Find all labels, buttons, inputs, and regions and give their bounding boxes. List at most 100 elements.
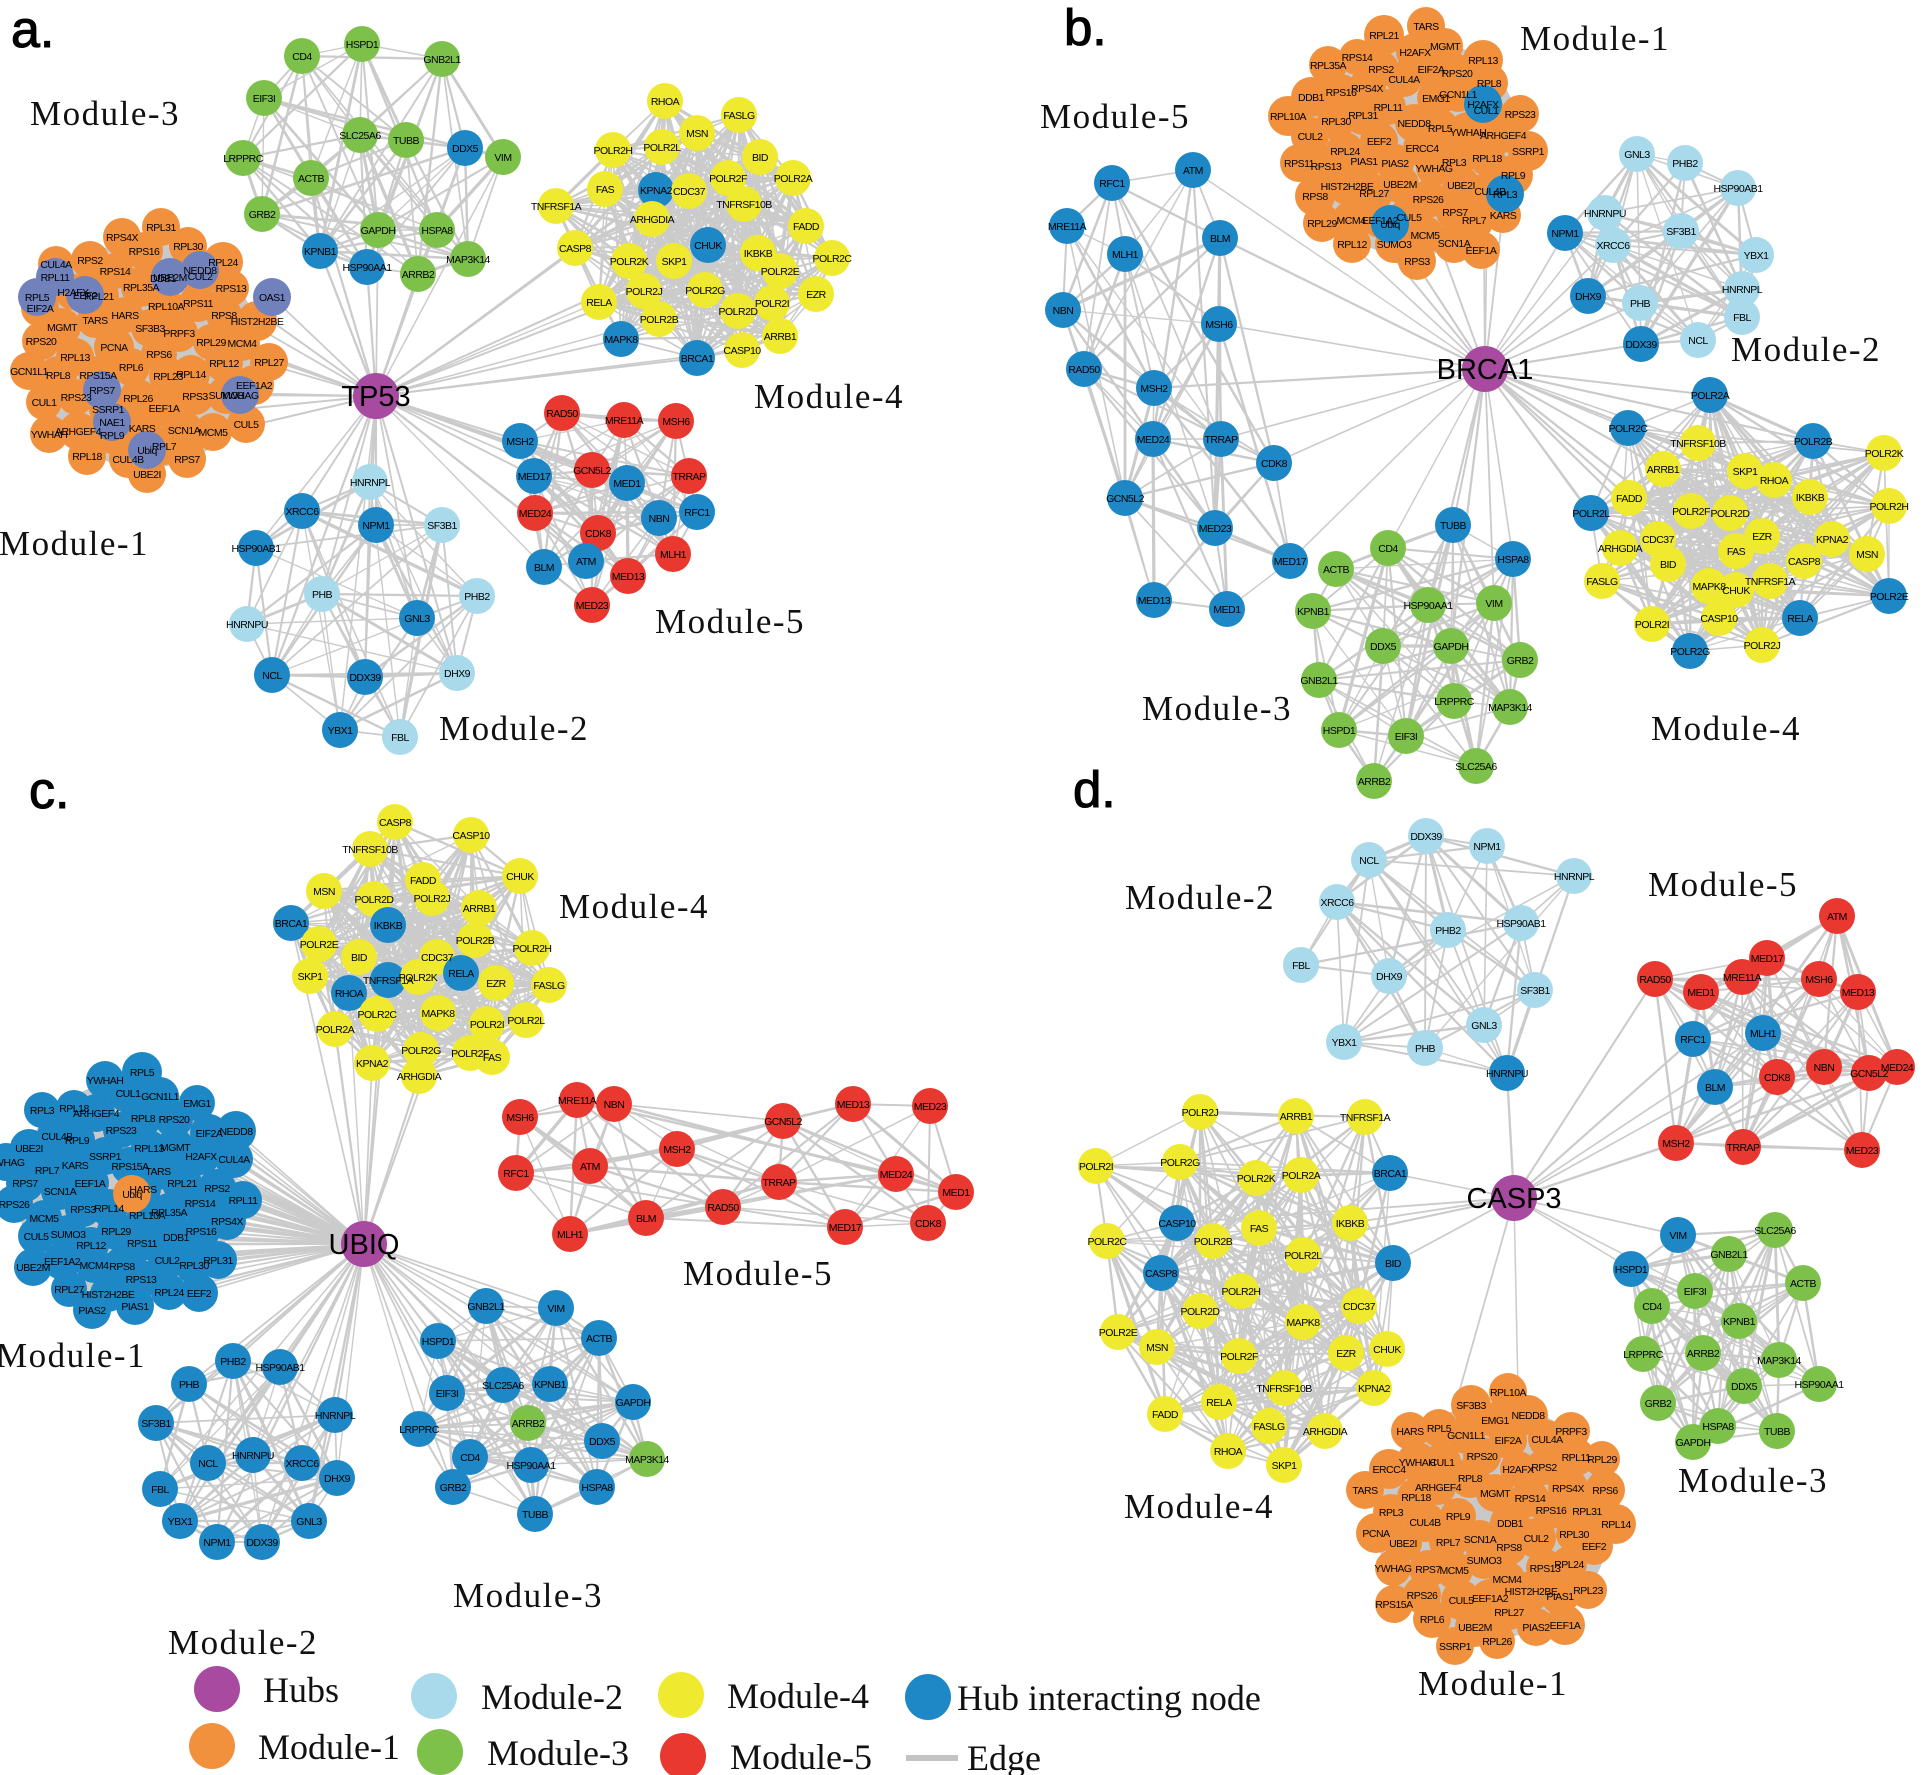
svg-text:CD4: CD4 bbox=[1642, 1301, 1662, 1313]
svg-text:UBE2M: UBE2M bbox=[153, 272, 187, 284]
svg-text:ATM: ATM bbox=[1827, 911, 1847, 923]
svg-text:EMG1: EMG1 bbox=[1481, 1415, 1509, 1427]
svg-text:GAPDH: GAPDH bbox=[1676, 1437, 1711, 1449]
svg-text:MED23: MED23 bbox=[1199, 523, 1232, 535]
svg-text:RPS14: RPS14 bbox=[1515, 1493, 1546, 1505]
svg-text:ACTB: ACTB bbox=[1790, 1278, 1817, 1290]
svg-text:FADD: FADD bbox=[410, 875, 437, 887]
svg-text:PHB: PHB bbox=[1415, 1043, 1436, 1055]
svg-text:SUMO3: SUMO3 bbox=[209, 390, 245, 402]
svg-text:UBIQ: UBIQ bbox=[329, 1229, 400, 1261]
svg-text:GNB2L1: GNB2L1 bbox=[1300, 675, 1338, 687]
svg-text:RPS7: RPS7 bbox=[1415, 1564, 1441, 1576]
svg-text:POLR2A: POLR2A bbox=[1691, 390, 1730, 402]
svg-text:MSH6: MSH6 bbox=[662, 416, 690, 428]
svg-text:RPL31: RPL31 bbox=[1572, 1506, 1602, 1518]
svg-text:PCNA: PCNA bbox=[100, 342, 128, 354]
svg-text:CUL4A: CUL4A bbox=[1388, 74, 1420, 86]
svg-text:GAPDH: GAPDH bbox=[361, 225, 396, 237]
svg-text:MSH6: MSH6 bbox=[1805, 974, 1833, 986]
svg-text:MSH2: MSH2 bbox=[506, 436, 534, 448]
svg-text:POLR2K: POLR2K bbox=[610, 256, 649, 268]
svg-text:FAS: FAS bbox=[483, 1052, 502, 1064]
svg-text:RPL3: RPL3 bbox=[30, 1105, 55, 1117]
svg-text:MED13: MED13 bbox=[1138, 595, 1171, 607]
svg-text:RPL24: RPL24 bbox=[208, 257, 238, 269]
svg-text:CUL2: CUL2 bbox=[188, 271, 214, 283]
svg-text:MSH2: MSH2 bbox=[663, 1144, 691, 1156]
svg-text:YWHAG: YWHAG bbox=[221, 390, 259, 402]
svg-text:MED23: MED23 bbox=[1846, 1145, 1879, 1157]
svg-text:RPS4X: RPS4X bbox=[211, 1216, 243, 1228]
svg-text:EEF2: EEF2 bbox=[1582, 1541, 1607, 1553]
svg-text:NCL: NCL bbox=[1688, 335, 1708, 347]
svg-text:TNFRSF1A: TNFRSF1A bbox=[531, 201, 582, 213]
svg-text:POLR2H: POLR2H bbox=[1221, 1286, 1260, 1298]
svg-text:RPL23: RPL23 bbox=[153, 371, 183, 383]
svg-text:CD4: CD4 bbox=[1378, 543, 1398, 555]
svg-text:CHUK: CHUK bbox=[506, 871, 534, 883]
svg-text:EZR: EZR bbox=[806, 289, 826, 301]
svg-text:IKBKB: IKBKB bbox=[1336, 1218, 1365, 1230]
svg-text:GCN1L1: GCN1L1 bbox=[141, 1091, 180, 1103]
svg-text:EEF2: EEF2 bbox=[1367, 136, 1392, 148]
svg-text:RPS23: RPS23 bbox=[61, 392, 92, 404]
svg-text:FADD: FADD bbox=[1152, 1409, 1179, 1421]
svg-text:GRB2: GRB2 bbox=[1507, 655, 1534, 667]
svg-text:LRPPRC: LRPPRC bbox=[1434, 696, 1475, 708]
svg-text:RPL10A: RPL10A bbox=[1490, 1387, 1527, 1399]
svg-text:DDX5: DDX5 bbox=[452, 143, 479, 155]
svg-text:RPL27: RPL27 bbox=[254, 357, 284, 369]
svg-text:SUMO3: SUMO3 bbox=[1467, 1555, 1503, 1567]
svg-text:SUMO3: SUMO3 bbox=[51, 1229, 87, 1241]
svg-text:CUL1: CUL1 bbox=[32, 397, 58, 409]
svg-text:HARS: HARS bbox=[111, 310, 139, 322]
svg-text:MAPK8: MAPK8 bbox=[1286, 1317, 1320, 1329]
svg-text:SF3B3: SF3B3 bbox=[1456, 1400, 1486, 1412]
svg-text:MED24: MED24 bbox=[1137, 434, 1170, 446]
svg-text:RPL14: RPL14 bbox=[94, 1203, 124, 1215]
svg-text:BRCA1: BRCA1 bbox=[1437, 354, 1534, 386]
svg-text:Module-5: Module-5 bbox=[683, 1254, 833, 1293]
svg-text:GNL3: GNL3 bbox=[1624, 149, 1650, 161]
svg-text:CUL1: CUL1 bbox=[1430, 1457, 1456, 1469]
svg-text:MCM5: MCM5 bbox=[1440, 1565, 1470, 1577]
svg-text:MGMT: MGMT bbox=[1430, 41, 1461, 53]
svg-text:ERCC4: ERCC4 bbox=[1372, 1464, 1406, 1476]
svg-text:FBL: FBL bbox=[151, 1484, 169, 1496]
svg-text:RPL29: RPL29 bbox=[101, 1226, 131, 1238]
svg-text:FAS: FAS bbox=[1727, 546, 1746, 558]
svg-text:POLR2D: POLR2D bbox=[1710, 508, 1750, 520]
svg-text:LRPPRC: LRPPRC bbox=[223, 153, 264, 165]
svg-text:H2AFX: H2AFX bbox=[1467, 99, 1499, 111]
svg-text:RPL12: RPL12 bbox=[76, 1240, 106, 1252]
svg-text:MCM4: MCM4 bbox=[1493, 1574, 1523, 1586]
svg-text:PHB2: PHB2 bbox=[1435, 925, 1461, 937]
svg-text:RPL31: RPL31 bbox=[146, 222, 176, 234]
svg-text:H2AFX: H2AFX bbox=[1502, 1464, 1534, 1476]
svg-text:HIST2H2BE: HIST2H2BE bbox=[1321, 181, 1374, 193]
svg-text:TRRAP: TRRAP bbox=[762, 1177, 796, 1189]
svg-text:EEF1A: EEF1A bbox=[149, 403, 180, 415]
svg-text:KPNA2: KPNA2 bbox=[356, 1058, 389, 1070]
svg-text:POLR2G: POLR2G bbox=[1160, 1157, 1200, 1169]
svg-text:ARHGDIA: ARHGDIA bbox=[1303, 1426, 1348, 1438]
svg-text:BRCA1: BRCA1 bbox=[1374, 1168, 1407, 1180]
svg-text:EIF3I: EIF3I bbox=[253, 93, 276, 105]
svg-text:Module-2: Module-2 bbox=[168, 1623, 318, 1662]
svg-text:RFC1: RFC1 bbox=[1099, 178, 1125, 190]
svg-text:ARHGDIA: ARHGDIA bbox=[397, 1071, 442, 1083]
svg-text:SLC25A6: SLC25A6 bbox=[482, 1380, 524, 1392]
svg-text:MED24: MED24 bbox=[880, 1169, 913, 1181]
svg-text:YBX1: YBX1 bbox=[168, 1516, 194, 1528]
svg-text:DHX9: DHX9 bbox=[1376, 971, 1403, 983]
svg-text:HSPD1: HSPD1 bbox=[1615, 1264, 1648, 1276]
svg-text:RPS8: RPS8 bbox=[211, 310, 237, 322]
svg-text:PHB2: PHB2 bbox=[1672, 158, 1698, 170]
svg-text:POLR2G: POLR2G bbox=[685, 285, 725, 297]
svg-text:RAD50: RAD50 bbox=[707, 1202, 739, 1214]
svg-text:HSP90AB1: HSP90AB1 bbox=[1496, 918, 1546, 930]
svg-text:CASP8: CASP8 bbox=[559, 243, 592, 255]
svg-text:MAPK8: MAPK8 bbox=[1692, 581, 1726, 593]
svg-text:NEDD8: NEDD8 bbox=[219, 1126, 253, 1138]
